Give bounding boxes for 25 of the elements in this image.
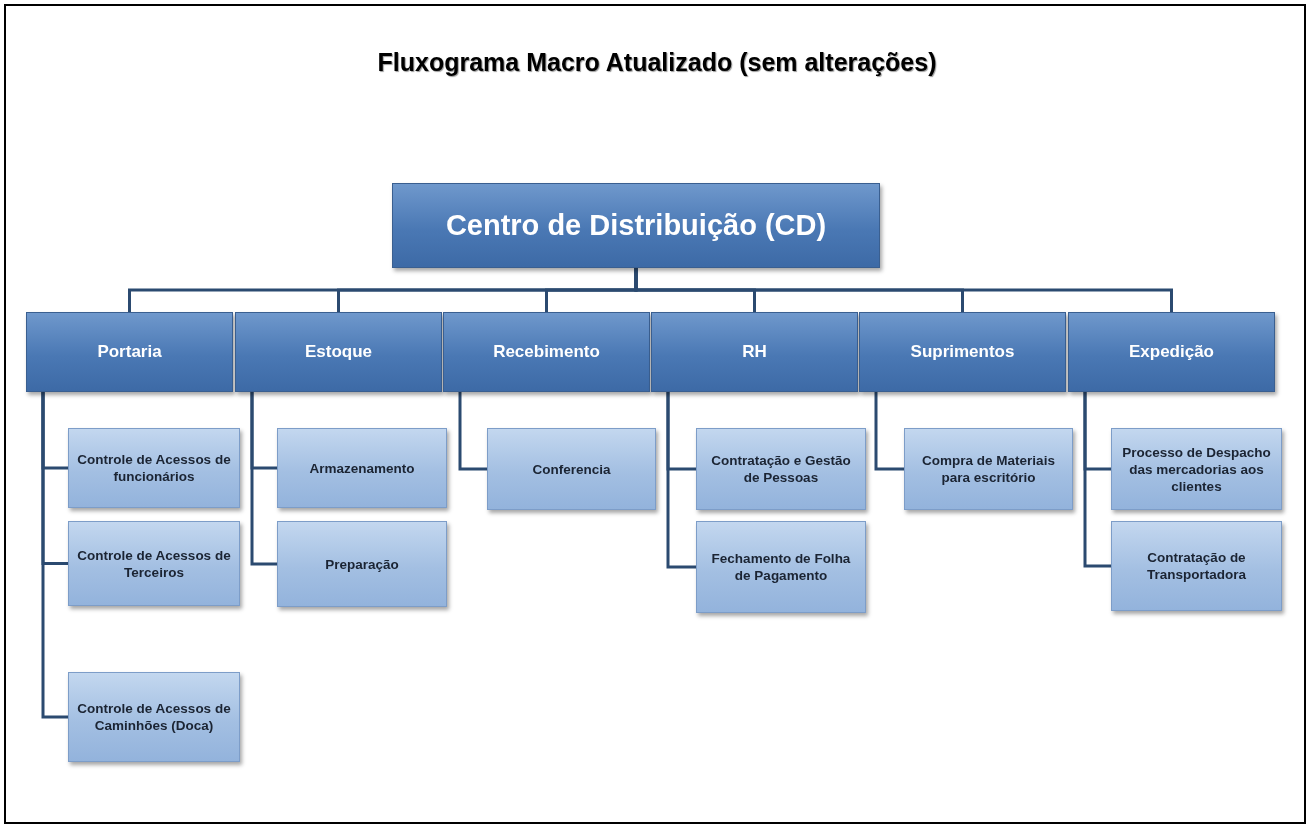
connector-line — [250, 392, 277, 566]
process-box: Controle de Acessos de funcionários — [68, 428, 240, 508]
process-box: Controle de Acessos de Caminhões (Doca) — [68, 672, 240, 762]
root-box: Centro de Distribuição (CD) — [392, 183, 880, 268]
process-box: Armazenamento — [277, 428, 447, 508]
department-box: Estoque — [235, 312, 442, 392]
connector-line — [666, 392, 696, 569]
process-box: Contratação e Gestão de Pessoas — [696, 428, 866, 510]
process-box: Contratação de Transportadora — [1111, 521, 1282, 611]
department-box: Expedição — [1068, 312, 1275, 392]
department-box: Recebimento — [443, 312, 650, 392]
department-box: Portaria — [26, 312, 233, 392]
connector-line — [458, 392, 487, 471]
connector-line — [41, 392, 68, 719]
department-box: RH — [651, 312, 858, 392]
process-box: Conferencia — [487, 428, 656, 510]
process-box: Fechamento de Folha de Pagamento — [696, 521, 866, 613]
connector-line — [874, 392, 904, 471]
process-box: Controle de Acessos de Terceiros — [68, 521, 240, 606]
connector-line — [1083, 392, 1111, 568]
process-box: Compra de Materiais para escritório — [904, 428, 1073, 510]
process-box: Preparação — [277, 521, 447, 607]
title: Fluxograma Macro Atualizado (sem alterações) — [376, 47, 938, 78]
department-box: Suprimentos — [859, 312, 1066, 392]
process-box: Processo de Despacho das mercadorias aos clientes — [1111, 428, 1282, 510]
